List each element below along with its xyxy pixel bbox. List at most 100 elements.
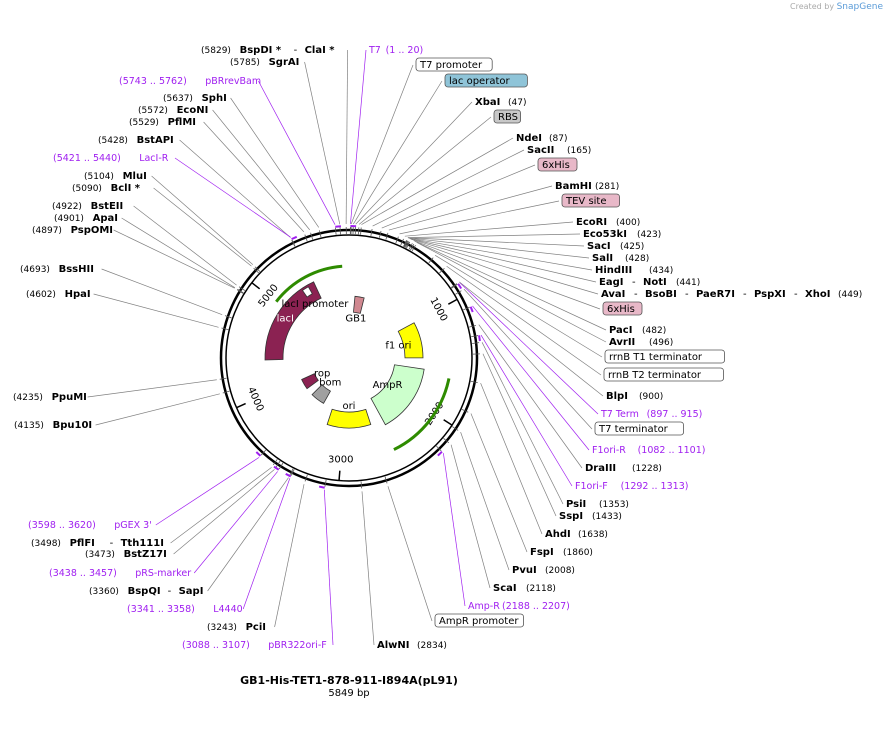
label-paci: PacI(482) xyxy=(609,325,666,336)
feature-label-box xyxy=(602,301,643,316)
leader-line-t7term_box xyxy=(463,288,593,430)
enzyme-name: BclI * xyxy=(111,183,141,194)
label-pflmi: (5529)PflMI xyxy=(129,117,196,128)
separator: - xyxy=(294,45,298,56)
leader-line-bspqi xyxy=(207,477,289,592)
leader-line-sacii xyxy=(372,149,525,227)
label-rrnbt2: rrnB T2 terminator xyxy=(603,367,724,382)
leader-line-avrii xyxy=(416,242,607,343)
primer-text: T7 Term xyxy=(600,409,639,420)
site-position: (5090) xyxy=(72,184,102,194)
label-eco53ki: Eco53kI(423) xyxy=(583,229,661,240)
enzyme-name: AvrII xyxy=(609,337,635,348)
label-pcii: (3243)PciI xyxy=(207,622,266,633)
plasmid-length: 5849 bp xyxy=(328,688,369,699)
enzyme-name: XbaI xyxy=(475,97,500,108)
site-tick xyxy=(254,266,261,272)
site-position: (5529) xyxy=(129,118,159,128)
feature-label-text: RBS xyxy=(498,112,518,123)
created-by-text: Created by xyxy=(790,2,835,11)
site-tick xyxy=(403,240,407,247)
site-tick xyxy=(400,238,404,246)
enzyme-name: PspOMI xyxy=(71,225,113,236)
label-pspomi: (4897)PspOMI xyxy=(32,225,113,236)
feature-label-text: 6xHis xyxy=(542,160,570,171)
enzyme-name: SapI xyxy=(179,586,204,597)
label-sphi: (5637)SphI xyxy=(163,93,227,104)
site-tick xyxy=(290,469,295,476)
site-position: (400) xyxy=(616,218,640,228)
label-sspi: SspI(1433) xyxy=(559,511,622,522)
label-saci: SacI(425) xyxy=(587,241,644,252)
leader-line-laci_r xyxy=(174,157,291,238)
label-f1ori_r: F1ori-R(1082 .. 1101) xyxy=(592,445,705,456)
enzyme-name: DraIII xyxy=(585,463,616,474)
site-tick xyxy=(236,289,244,294)
site-tick xyxy=(360,481,363,489)
label-bamhi: BamHI(281) xyxy=(555,181,619,192)
label-blpi: BlpI(900) xyxy=(606,391,663,402)
site-position: (4602) xyxy=(26,290,56,300)
enzyme-name: SphI xyxy=(202,93,227,104)
label-sacii: SacII(165) xyxy=(527,145,591,156)
enzyme-name: FspI xyxy=(530,547,554,558)
label-pvui: PvuI(2008) xyxy=(512,565,575,576)
site-tick xyxy=(291,239,296,247)
primer-text: L4440 xyxy=(213,604,242,615)
enzyme-name: SacII xyxy=(527,145,554,156)
site-tick xyxy=(278,462,284,470)
site-position: (496) xyxy=(649,338,673,348)
site-position: (3243) xyxy=(207,623,237,633)
enzyme-name: BstZ17I xyxy=(124,549,167,560)
site-tick xyxy=(443,437,450,444)
site-position: (2008) xyxy=(545,566,575,576)
feature-label-box xyxy=(594,421,684,436)
site-tick xyxy=(471,335,479,338)
site-tick xyxy=(221,327,229,330)
label-leader-lines xyxy=(87,49,607,646)
primer-text: (1 .. 20) xyxy=(386,45,424,56)
enzyme-name: HpaI xyxy=(65,289,91,300)
site-tick xyxy=(395,236,399,244)
feature-ampr xyxy=(370,364,425,426)
label-mlui: (5104)MluI xyxy=(84,171,147,182)
leader-line-sali xyxy=(408,237,590,259)
label-his2: 6xHis xyxy=(602,301,643,316)
tick-label: 4000 xyxy=(245,386,265,414)
label-rrnbt1: rrnB T1 terminator xyxy=(604,349,725,364)
leader-line-ppumi xyxy=(87,379,217,398)
site-position: (900) xyxy=(639,392,663,402)
leader-line-econi xyxy=(212,109,310,231)
site-tick xyxy=(219,377,227,380)
label-laci_r: (5421 .. 5440)LacI-R xyxy=(53,153,169,164)
feature-f1ori xyxy=(397,322,424,359)
leader-line-ecori xyxy=(404,221,574,237)
site-tick xyxy=(411,244,416,252)
site-tick xyxy=(324,479,327,487)
label-t7: T7(1 .. 20) xyxy=(368,45,423,56)
leader-line-t7prom xyxy=(350,64,414,225)
leader-line-bstz17i xyxy=(173,469,275,555)
leader-line-ampr_prom xyxy=(387,486,433,622)
label-bcli: (5090) BclI * xyxy=(72,183,141,194)
enzyme-name: Tth111I xyxy=(121,538,164,549)
leader-line-mlui xyxy=(151,175,254,265)
site-tick xyxy=(384,476,388,484)
label-sali: SalI(428) xyxy=(592,253,649,264)
label-ndei: NdeI(87) xyxy=(516,133,567,144)
green-arrow-ampr xyxy=(393,378,451,451)
primer-mark-f1ori_r xyxy=(469,306,474,313)
tick-mark-3000 xyxy=(338,470,341,481)
label-bstz17i: (3473)BstZ17I xyxy=(85,549,167,560)
site-tick xyxy=(253,267,260,274)
leader-line-rrnbt1 xyxy=(434,255,603,358)
label-hindiii: HindIII(434) xyxy=(595,265,673,276)
enzyme-name: SalI xyxy=(592,253,613,264)
leader-line-his2 xyxy=(413,240,601,310)
site-tick xyxy=(472,342,480,344)
site-position: (423) xyxy=(637,230,661,240)
site-tick xyxy=(436,445,442,452)
enzyme-name: SacI xyxy=(587,241,611,252)
label-bsteii: (4922)BstEII xyxy=(52,201,123,212)
tick-mark-4000 xyxy=(236,402,246,409)
